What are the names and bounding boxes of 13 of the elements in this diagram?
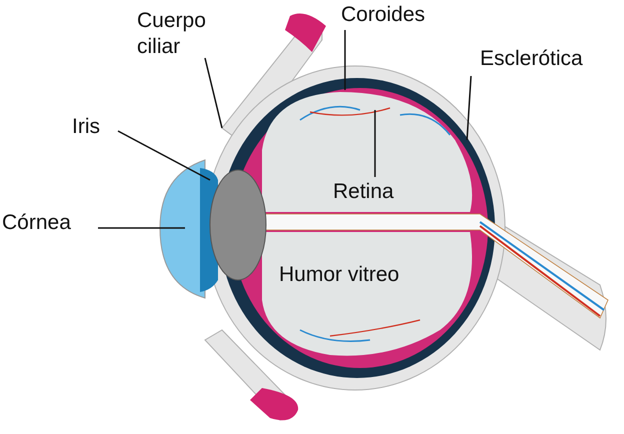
part-label: Coroides xyxy=(341,2,426,28)
part-label: Cuerpo ciliar xyxy=(137,8,227,60)
part-label: Iris xyxy=(72,114,100,140)
leader-line xyxy=(344,30,346,90)
leader-line xyxy=(98,227,185,229)
part-label: Esclerótica xyxy=(480,46,583,72)
leader-line xyxy=(466,76,472,140)
part-label: Córnea xyxy=(2,210,71,236)
leader-line xyxy=(118,130,210,181)
part-label: Retina xyxy=(333,179,394,205)
leader-line xyxy=(374,110,376,177)
part-label: Humor vitreo xyxy=(279,262,400,288)
leader-line xyxy=(204,58,223,128)
